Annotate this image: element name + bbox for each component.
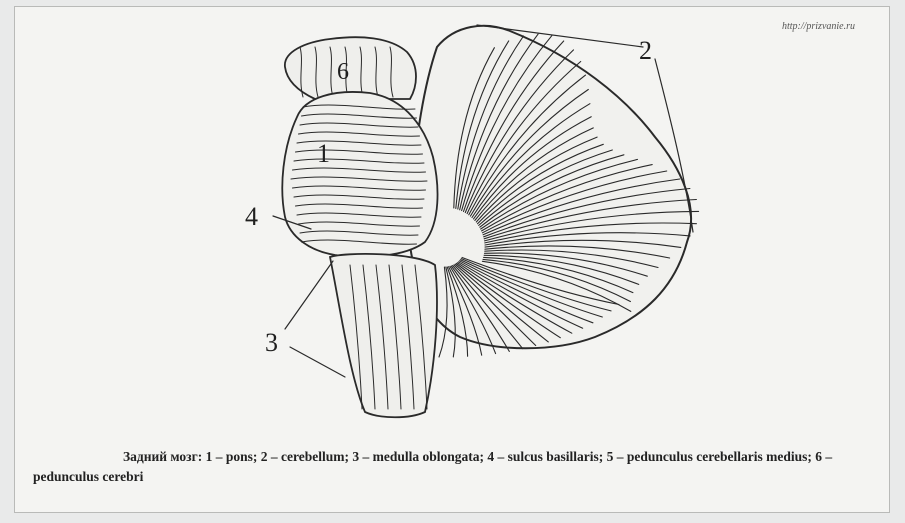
label-4: 4 (245, 202, 258, 231)
hindbrain-illustration: 6 1 2 4 3 (15, 7, 891, 437)
figure-caption: Задний мозг: 1 – pons; 2 – cerebellum; 3… (33, 447, 895, 487)
label-6: 6 (337, 59, 349, 85)
label-3: 3 (265, 328, 278, 357)
label-2: 2 (639, 36, 652, 65)
figure-frame: 6 1 2 4 3 http://prizvanie.ru Задний моз… (14, 6, 890, 513)
pedunculus-cerebri-shape (285, 37, 416, 99)
source-url: http://prizvanie.ru (782, 21, 855, 32)
label-1: 1 (317, 139, 330, 168)
